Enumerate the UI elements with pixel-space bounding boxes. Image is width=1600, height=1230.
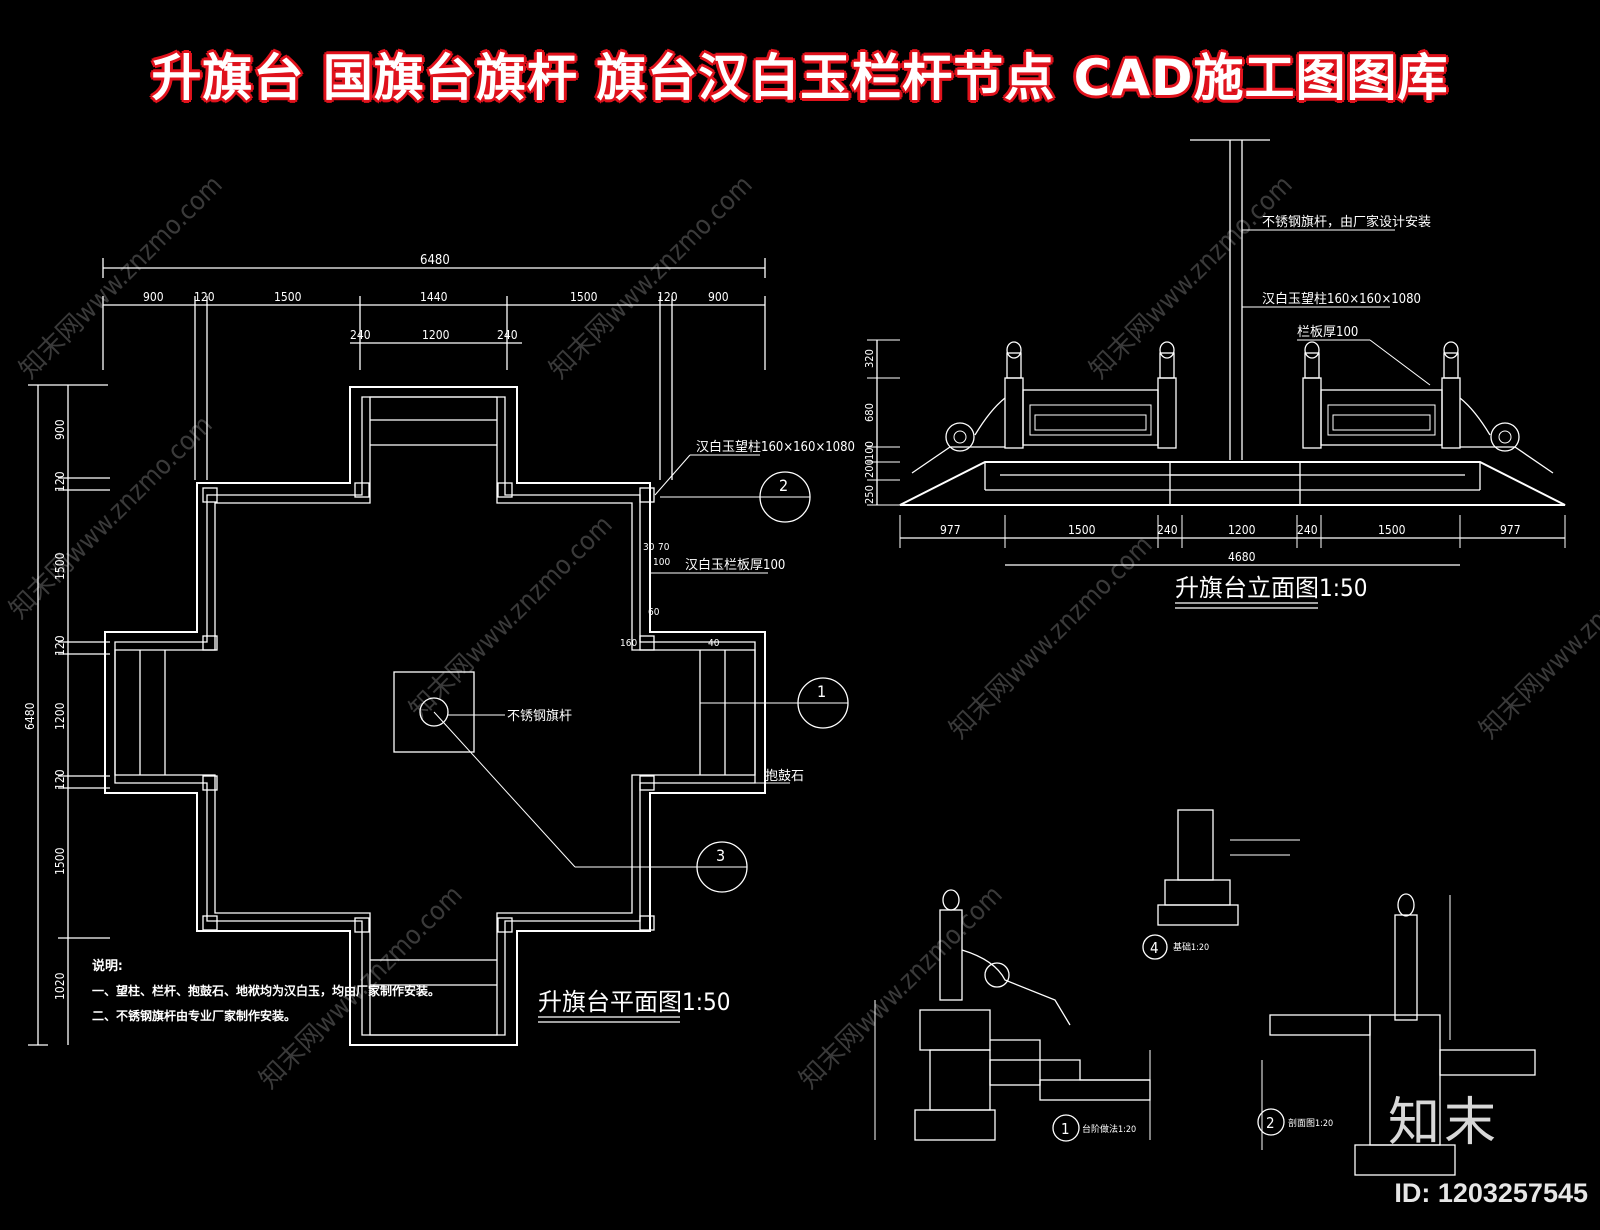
elev-h-dim: 977 (940, 523, 961, 537)
detail-1-label: 台阶做法1:20 (1082, 1123, 1136, 1135)
callout-number: 1 (817, 682, 826, 701)
elev-v-dim: 100 (863, 441, 876, 460)
elev-right-railing (1302, 341, 1554, 474)
plan-small-dim: 70 (658, 542, 670, 553)
elev-v-dim: 200 (863, 459, 876, 478)
plan-left-dim: 120 (53, 471, 67, 492)
detail-number: 1 (1061, 1120, 1070, 1138)
elev-h-dim: 1200 (1228, 523, 1256, 537)
plan-left-dim: 1020 (53, 972, 67, 1000)
plan-left-dim: 120 (53, 635, 67, 656)
callout-2: 汉白玉望柱160×160×1080 2 (654, 439, 855, 523)
watermark: 知末网www.znzmo.com (544, 170, 759, 385)
plan-top-dim: 1500 (274, 290, 302, 304)
plan-title: 升旗台平面图1:50 (538, 988, 730, 1016)
elev-h-dim: 240 (1297, 523, 1318, 537)
plan-label-rail: 汉白玉栏板厚100 (685, 557, 785, 573)
detail-1: 1 台阶做法1:20 (874, 889, 1151, 1142)
plan-top-dim: 1440 (420, 290, 448, 304)
plan-overall-dim: 6480 (420, 253, 450, 268)
elev-label-pole: 不锈钢旗杆，由厂家设计安装 (1262, 214, 1431, 230)
note-2: 二、不锈钢旗杆由专业厂家制作安装。 (92, 1008, 296, 1023)
plan-label-column: 汉白玉望柱160×160×1080 (696, 439, 855, 455)
plan-small-dim: 30 (643, 542, 655, 553)
detail-4: 4 基础1:20 (1142, 809, 1300, 960)
plan-top-dim: 900 (708, 290, 729, 304)
elev-label-column: 汉白玉望柱160×160×1080 (1262, 291, 1421, 307)
notes-title: 说明: (92, 958, 123, 974)
watermark: 知末网www.znzmo.com (1474, 530, 1600, 745)
plan-left-dim: 1500 (53, 847, 67, 875)
elev-label-rail: 栏板厚100 (1297, 325, 1358, 340)
watermark: 知末网www.znzmo.com (4, 410, 219, 625)
elev-h-dim: 1500 (1378, 523, 1406, 537)
watermark: 知末网www.znzmo.com (944, 530, 1159, 745)
callout-number: 3 (716, 846, 725, 865)
elev-v-dim: 250 (863, 485, 876, 504)
plan-left-dim: 1500 (53, 552, 67, 580)
plan-top-dim: 900 (143, 290, 164, 304)
elev-v-dim: 680 (863, 403, 876, 422)
logo-watermark: 知末 (1387, 1093, 1500, 1153)
watermark: 知末网www.znzmo.com (404, 510, 619, 725)
plan-inner-dim: 1200 (422, 328, 450, 342)
detail-number: 4 (1150, 939, 1159, 957)
callout-1: 1 (700, 677, 849, 729)
plan-top-dim: 120 (657, 290, 678, 304)
detail-2: 2 剖面图1:20 (1257, 893, 1536, 1176)
plan-inner-dim: 240 (350, 328, 371, 342)
plan-left-dim: 120 (53, 769, 67, 790)
id-label: ID: 1203257545 (1394, 1178, 1588, 1208)
plan-small-dim: 40 (708, 638, 720, 649)
plan-label-pole: 不锈钢旗杆 (507, 708, 572, 724)
elev-v-dim: 320 (863, 349, 876, 368)
callout-3: 3 (696, 841, 748, 893)
elev-title: 升旗台立面图1:50 (1175, 574, 1367, 602)
title-banner: 升旗台 国旗台旗杆 旗台汉白玉栏杆节点 CAD施工图图库 (151, 49, 1449, 107)
watermark: 知末网www.znzmo.com (14, 170, 229, 385)
detail-number: 2 (1266, 1114, 1275, 1132)
elev-left-railing (911, 341, 1177, 474)
elev-h-dim: 977 (1500, 523, 1521, 537)
note-1: 一、望柱、栏杆、抱鼓石、地袱均为汉白玉，均由厂家制作安装。 (92, 983, 440, 998)
plan-left-dim: 900 (53, 419, 67, 440)
detail-4-label: 基础1:20 (1173, 941, 1209, 953)
elevation-view: 不锈钢旗杆，由厂家设计安装 汉白玉望柱160×160×1080 栏板厚100 (863, 139, 1566, 609)
plan-top-dim: 1500 (570, 290, 598, 304)
watermark: 知末网www.znzmo.com (794, 880, 1009, 1095)
detail-2-label: 剖面图1:20 (1288, 1117, 1333, 1129)
callout-number: 2 (779, 476, 788, 495)
elev-h-dim: 1500 (1068, 523, 1096, 537)
plan-small-dim: 60 (648, 607, 660, 618)
plan-small-dim: 160 (620, 638, 637, 649)
plan-left-dim: 1200 (53, 702, 67, 730)
elev-overall-dim: 4680 (1228, 550, 1256, 564)
plan-view: 6480 900 120 1500 1440 1500 120 900 240 … (23, 253, 855, 1046)
plan-top-dim: 120 (194, 290, 215, 304)
plan-left-overall: 6480 (23, 702, 37, 730)
watermark-layer: 知末网www.znzmo.com 知末网www.znzmo.com 知末网www… (4, 170, 1600, 1095)
watermark: 知末网www.znzmo.com (1084, 170, 1299, 385)
plan-inner-dim: 240 (497, 328, 518, 342)
plan-small-dim: 100 (653, 557, 670, 568)
plan-label-stone: 抱鼓石 (765, 768, 804, 784)
elev-h-dim: 240 (1157, 523, 1178, 537)
